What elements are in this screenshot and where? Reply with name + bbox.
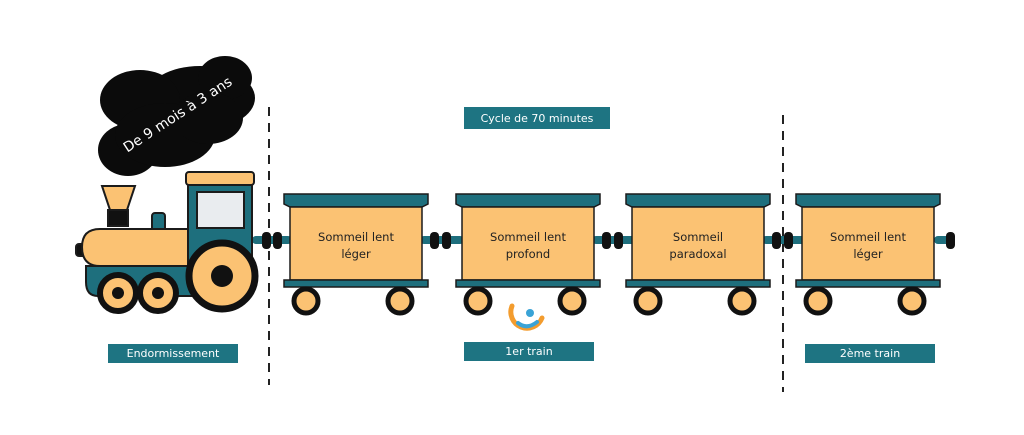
car-label-4: Sommeil lent léger	[798, 229, 938, 263]
connectors	[252, 232, 955, 249]
car-label-2-line2: profond	[505, 247, 551, 261]
car-label-3: Sommeil paradoxal	[628, 229, 768, 263]
smoke-cloud	[98, 56, 255, 176]
wagon-1	[283, 193, 429, 316]
cycle-duration-label: Cycle de 70 minutes	[464, 107, 610, 129]
car-label-4-line2: léger	[853, 247, 883, 261]
brand-logo-icon	[508, 303, 545, 331]
endormissement-label: Endormissement	[108, 344, 238, 363]
car-label-4-line1: Sommeil lent	[830, 230, 906, 244]
car-label-3-line1: Sommeil	[672, 230, 724, 244]
wagon-4	[795, 193, 941, 316]
locomotive	[75, 171, 259, 314]
car-label-2-line1: Sommeil lent	[490, 230, 566, 244]
car-label-1-line2: léger	[341, 247, 371, 261]
wagon-3	[625, 193, 771, 316]
car-label-2: Sommeil lent profond	[458, 229, 598, 263]
car-label-3-line2: paradoxal	[669, 247, 727, 261]
car-label-1: Sommeil lent léger	[286, 229, 426, 263]
second-train-label: 2ème train	[805, 344, 935, 363]
first-train-label: 1er train	[464, 342, 594, 361]
wagon-2	[455, 193, 601, 316]
car-label-1-line1: Sommeil lent	[318, 230, 394, 244]
